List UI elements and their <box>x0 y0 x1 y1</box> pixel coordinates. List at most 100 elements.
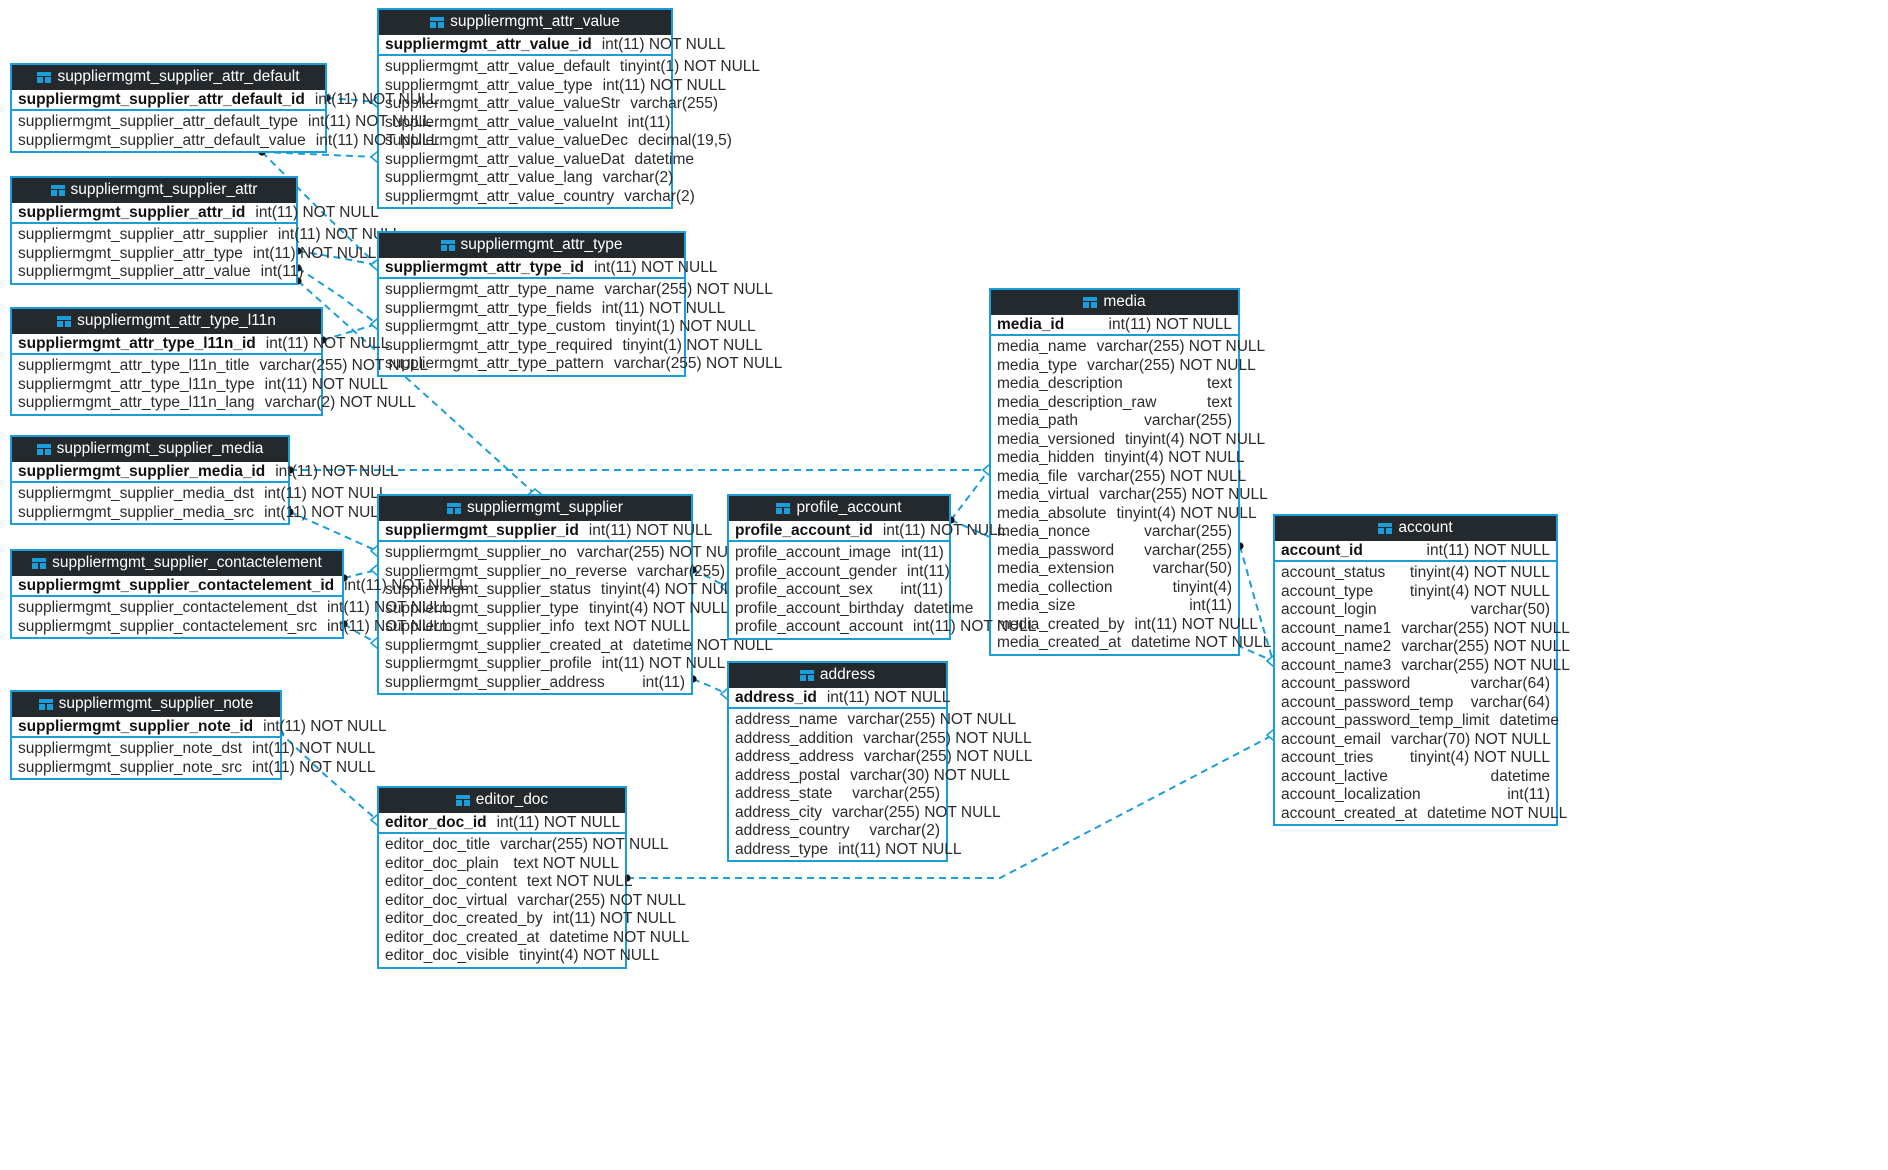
field-row[interactable]: suppliermgmt_supplier_attr_default_value… <box>12 131 439 150</box>
field-row[interactable]: suppliermgmt_supplier_contactelement_dst… <box>12 598 450 617</box>
